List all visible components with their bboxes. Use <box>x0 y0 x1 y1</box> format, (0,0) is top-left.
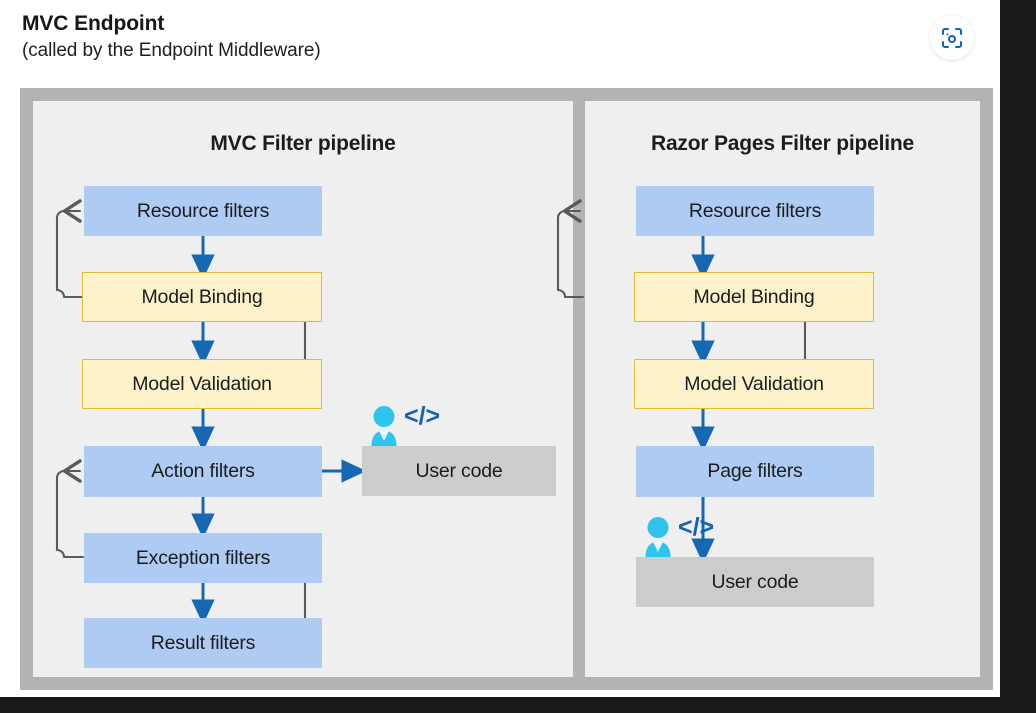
scan-expand-icon <box>942 28 962 48</box>
node-label: Action filters <box>151 460 255 482</box>
panel-title-razor: Razor Pages Filter pipeline <box>650 132 914 155</box>
node-razor-page-filters[interactable]: Page filters <box>636 446 874 497</box>
pipeline-panels: MVC Filter pipeline <box>33 101 980 677</box>
node-label: Model Binding <box>141 285 263 308</box>
node-mvc-action-filters[interactable]: Action filters <box>84 446 322 497</box>
page-title: MVC Endpoint <box>22 12 165 35</box>
node-label: Model Validation <box>132 372 272 395</box>
node-mvc-result-filters[interactable]: Result filters <box>84 618 322 668</box>
panel-razor-pages-filter-pipeline: Razor Pages Filter pipeline <box>556 101 980 677</box>
node-label: Resource filters <box>688 199 822 222</box>
node-label: Page filters <box>707 460 803 482</box>
diagram-card: MVC Endpoint (called by the Endpoint Mid… <box>0 0 1000 697</box>
node-mvc-model-binding[interactable]: Model Binding <box>82 272 322 322</box>
node-mvc-model-validation[interactable]: Model Validation <box>82 359 322 409</box>
node-label: Exception filters <box>135 546 271 569</box>
node-mvc-resource-filters[interactable]: Resource filters <box>84 186 322 236</box>
code-brackets-label: </> <box>404 404 440 430</box>
node-razor-user-code[interactable]: User code <box>636 557 874 607</box>
card-header: MVC Endpoint (called by the Endpoint Mid… <box>22 10 922 64</box>
page-subtitle: (called by the Endpoint Middleware) <box>22 40 321 61</box>
node-label: User code <box>415 459 503 482</box>
node-label: Model Binding <box>693 285 815 308</box>
node-label: Model Validation <box>684 372 824 395</box>
node-razor-model-binding[interactable]: Model Binding <box>634 272 874 322</box>
developer-code-icon: </> <box>645 513 714 557</box>
diagram-frame: MVC Filter pipeline <box>20 88 993 690</box>
node-mvc-exception-filters[interactable]: Exception filters <box>84 533 322 583</box>
code-brackets-label: </> <box>678 515 714 541</box>
developer-code-icon: </> <box>371 402 440 446</box>
node-razor-model-validation[interactable]: Model Validation <box>634 359 874 409</box>
node-razor-resource-filters[interactable]: Resource filters <box>636 186 874 236</box>
panel-mvc-filter-pipeline: MVC Filter pipeline <box>33 101 573 677</box>
node-mvc-user-code[interactable]: User code <box>362 446 556 496</box>
expand-image-button[interactable] <box>930 16 974 60</box>
node-label: Result filters <box>150 631 256 654</box>
node-label: User code <box>711 570 799 593</box>
panel-title-mvc: MVC Filter pipeline <box>210 132 396 155</box>
node-label: Resource filters <box>136 199 270 222</box>
